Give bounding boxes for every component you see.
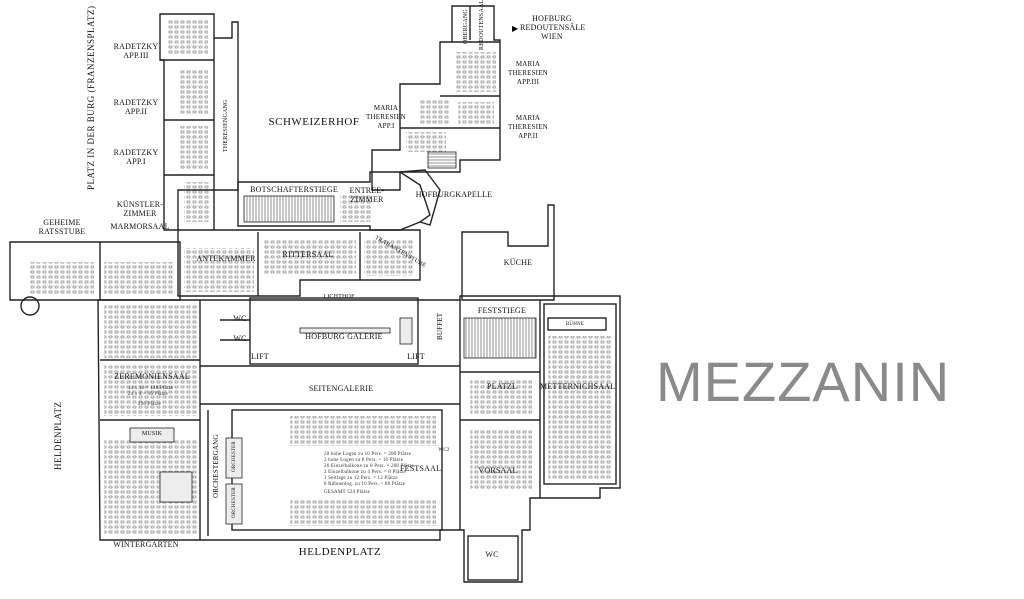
botschafterstiege-steps	[243, 195, 335, 223]
lichthof-walls	[249, 297, 419, 365]
main-block-walls	[97, 295, 621, 583]
platz-in-der-burg-label: PLATZ IN DER BURG (FRANZENSPLATZ)	[86, 5, 96, 190]
kuenstlerzimmer-label: KÜNSTLER- ZIMMER	[116, 200, 164, 218]
orchester-2-label: ORCHESTER	[232, 487, 237, 518]
bottom-wc-walls	[467, 535, 519, 581]
antekammer-label: ANTEKAMMER	[196, 254, 256, 263]
vorsaal-label: VORSAAL	[478, 466, 518, 475]
seitengalerie-label: SEITENGALERIE	[308, 384, 374, 393]
entreezimmer-label: ENTREE- ZIMMER	[349, 186, 385, 204]
orchestergang-label: ORCHESTERGANG	[212, 434, 220, 498]
mt2-seats	[458, 102, 494, 124]
central-band-walls	[237, 171, 431, 231]
zeremonie-seats-mid	[104, 364, 198, 416]
kapelle-walls	[399, 169, 441, 226]
stage-block	[159, 471, 193, 503]
metternichsaal-label: METTERNICHSAAL	[540, 382, 616, 391]
buffet-block	[399, 317, 413, 345]
radetzky2-seats	[180, 70, 208, 114]
festsaal-capacity-1: 20 hohe Logen zu 10 Pers. = 200 Plätze	[324, 452, 412, 457]
feststiege-steps	[463, 317, 537, 359]
maria-theresien-2-label: MARIA THERESIEN APP.II	[508, 114, 548, 140]
orchester-1-label: ORCHESTER	[232, 441, 237, 472]
zeremoniensaal-capacity-2: 24 x 4 = 96 Plätze	[128, 392, 168, 397]
radetzky3-label: RADETZKY APP.III	[113, 42, 159, 60]
festsaal-label: FESTSAAL	[400, 464, 442, 473]
botschafterstiege-label: BOTSCHAFTERSTIEGE	[250, 185, 338, 194]
festsaal-capacity-3: 26 Einzelbalkone zu 8 Pers. = 208 Plätze	[324, 464, 414, 469]
wc-mid-label: WC	[233, 334, 247, 343]
buehne-label: BÜHNE	[565, 322, 585, 327]
lift-right-label: LIFT	[407, 352, 425, 361]
zeremoniensaal-label: ZEREMONIENSAAL	[114, 372, 190, 381]
maria-theresien-1-label: MARIA THERESIEN APP.I	[366, 104, 406, 130]
metternichsaal-walls	[543, 303, 617, 485]
festsaal-seats-low	[290, 500, 436, 526]
zeremoniensaal-capacity-3: 236 Plätze	[138, 402, 161, 407]
theresiengang-label: THERESIENGANG	[223, 99, 229, 152]
wc2-label: WC2	[438, 448, 450, 453]
festsaal-capacity-5: 1 Seitlage zu 12 Pers. = 12 Plätze	[324, 476, 398, 481]
zeremoniensaal-capacity-1: 14 x 10 = 140 Plätze	[128, 386, 174, 391]
hofburgkapelle-label: HOFBURGKAPELLE	[415, 190, 493, 199]
galerie-bench	[299, 327, 391, 334]
zeremonie-seats-top	[104, 304, 198, 358]
radetzky3-seats	[168, 20, 208, 54]
hofburg-galerie-label: HOFBURG GALERIE	[305, 332, 383, 341]
page-title: MEZZANIN	[656, 350, 951, 413]
trabanten-seats	[364, 240, 414, 276]
rittersaal-label: RITTERSAAL	[282, 250, 334, 259]
festsaal-total: GESAMT 524 Plätze	[324, 490, 371, 495]
lichthof-label: LICHTHOF	[323, 294, 355, 300]
wc-top-label: WC	[233, 314, 247, 323]
marmorsaal-seats	[104, 262, 174, 294]
heldenplatz-bottom-label: HELDENPLATZ	[298, 546, 382, 558]
festsaal-capacity-6: 8 Bühnenlog. zu 10 Pers. = 80 Plätze	[324, 482, 406, 487]
rittersaal-seats	[264, 240, 356, 274]
wintergarten-label: WINTERGARTEN	[113, 540, 179, 549]
musik-block	[129, 427, 175, 443]
antekammer-seats	[184, 248, 254, 292]
redoutensaal-label: REDOUTENSAAL	[479, 0, 485, 50]
orchester-block-2	[225, 483, 243, 525]
schweizerhof-label: SCHWEIZERHOF	[268, 116, 360, 128]
mt-lower-seats	[406, 132, 446, 152]
theresien-steps	[427, 151, 457, 169]
feststiege-label: FESTSTIEGE	[477, 306, 527, 315]
heldenplatz-left-label: HELDENPLATZ	[53, 401, 63, 471]
hofburg-redoutensaele-label: HOFBURG REDOUTENSÄLE WIEN	[520, 14, 586, 41]
musik-label: MUSIK	[141, 431, 163, 437]
obergang-label: OBERGANG	[463, 9, 469, 44]
maria-theresien-wing-walls	[371, 5, 501, 191]
platzl-seats	[470, 380, 532, 414]
maria-theresien-3-label: MARIA THERESIEN APP.III	[508, 60, 548, 86]
stairs	[243, 151, 537, 359]
rittersaal-row-walls	[177, 229, 421, 297]
entree-seats	[340, 194, 372, 222]
radetzky1-label: RADETZKY APP.I	[113, 148, 159, 166]
lift-left-label: LIFT	[251, 352, 269, 361]
kueche-walls	[461, 204, 555, 301]
kueche-label: KÜCHE	[503, 258, 533, 267]
platzl-label: PLATZL	[486, 382, 518, 391]
festsaal-seats	[290, 416, 436, 446]
mt3-seats	[456, 52, 496, 92]
buffet-label: BUFFET	[436, 312, 444, 340]
radetzky1-seats	[180, 126, 208, 170]
ratsstube-seats	[30, 262, 94, 294]
marmorsaal-label: MARMORSAAL	[110, 222, 170, 231]
festsaal-capacity-4: 2 Einzelbalkone zu 4 Pers. = 8 Plätze	[324, 470, 406, 475]
metternich-seats	[548, 336, 612, 480]
festsaal-capacity-2: 2 hohe Logen zu 8 Pers. = 16 Plätze	[324, 458, 404, 463]
arrow-icon: ▶	[512, 24, 519, 33]
seating-areas	[30, 20, 612, 534]
radetzky2-label: RADETZKY APP.II	[113, 98, 159, 116]
vorsaal-seats	[470, 430, 532, 490]
kuenstler-seats	[184, 182, 210, 222]
wc-bottom-label: WC	[485, 550, 499, 559]
orchester-block-1	[225, 437, 243, 479]
mt1-seats	[420, 100, 450, 124]
geheime-ratsstube-label: GEHEIME RATSSTUBE	[38, 218, 86, 236]
